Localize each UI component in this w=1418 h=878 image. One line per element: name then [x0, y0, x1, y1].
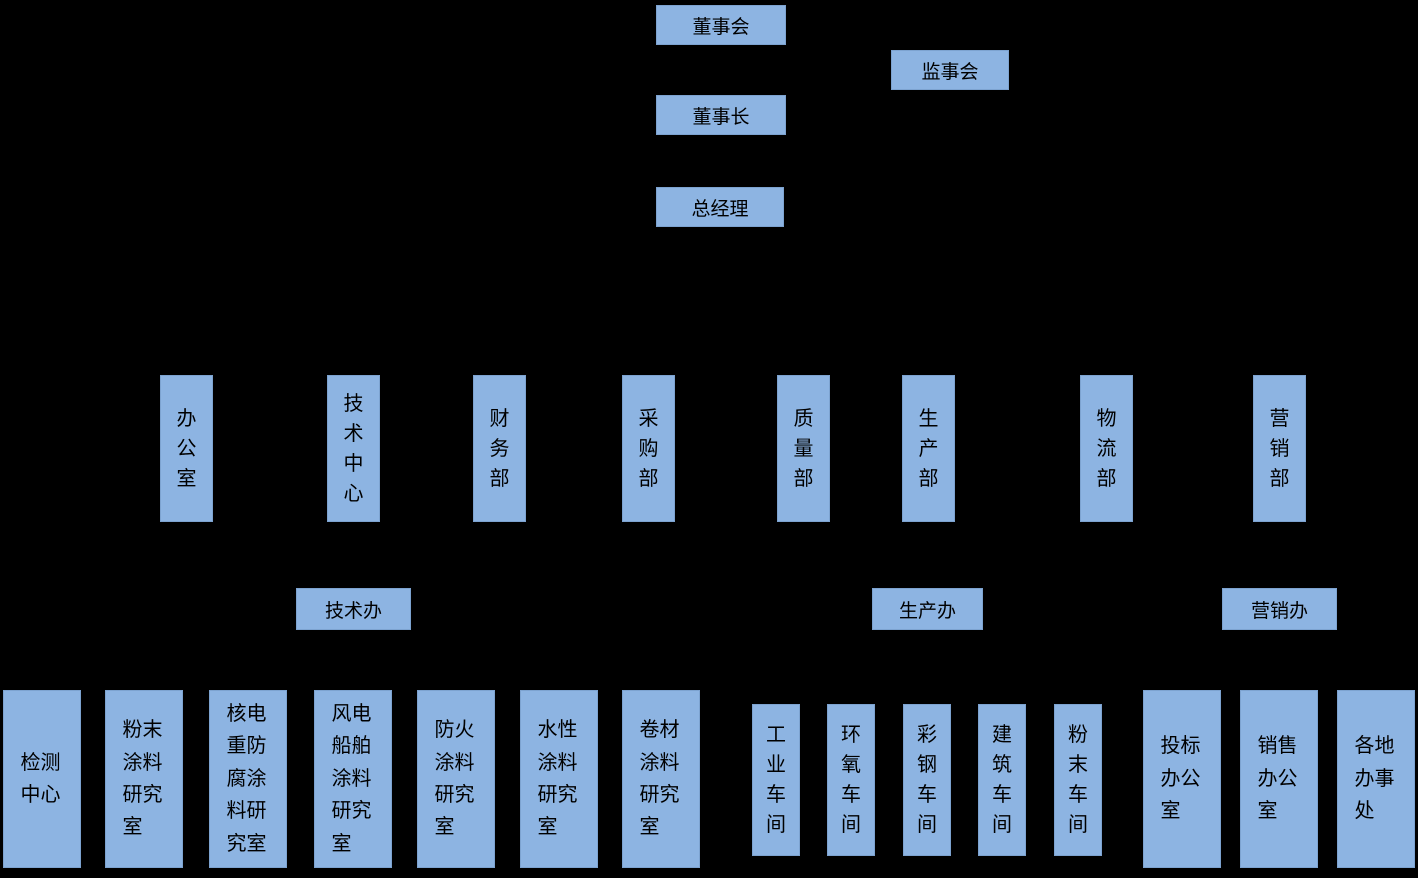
office-marketing: 营销办 — [1222, 588, 1337, 630]
dept-production-label: 生产部 — [918, 407, 939, 490]
dept-technology-center: 技术中心 — [327, 375, 380, 522]
unit-construction-workshop: 建筑车间 — [978, 704, 1026, 856]
box-general-manager: 总经理 — [656, 187, 784, 227]
dept-technology-center-label: 技术中心 — [343, 392, 364, 505]
unit-sales-office-label: 销售办公室 — [1257, 735, 1298, 823]
unit-testing-center-label: 检测中心 — [20, 751, 61, 806]
unit-epoxy-workshop: 环氧车间 — [827, 704, 875, 856]
unit-waterborne-coating-lab-label: 水性涂料研究室 — [537, 719, 578, 839]
office-production-label: 生产办 — [898, 600, 956, 622]
dept-purchasing: 采购部 — [622, 375, 675, 522]
dept-finance-label: 财务部 — [489, 407, 510, 490]
office-production: 生产办 — [872, 588, 983, 630]
dept-purchasing-label: 采购部 — [638, 407, 659, 490]
box-board-of-directors: 董事会 — [656, 5, 786, 45]
unit-powder-workshop-label: 粉末车间 — [1068, 724, 1088, 836]
dept-production: 生产部 — [902, 375, 955, 522]
dept-quality: 质量部 — [777, 375, 830, 522]
unit-powder-workshop: 粉末车间 — [1054, 704, 1102, 856]
box-chairman: 董事长 — [656, 95, 786, 135]
unit-fireproof-coating-lab: 防火涂料研究室 — [417, 690, 495, 868]
dept-marketing: 营销部 — [1253, 375, 1306, 522]
unit-waterborne-coating-lab: 水性涂料研究室 — [520, 690, 598, 868]
unit-epoxy-workshop-label: 环氧车间 — [841, 724, 861, 836]
dept-office-label: 办公室 — [176, 407, 197, 490]
unit-nuclear-anticorrosion-coating-lab-label: 核电重防腐涂料研究室 — [226, 703, 267, 855]
unit-nuclear-anticorrosion-coating-lab: 核电重防腐涂料研究室 — [209, 690, 287, 868]
supervisory-board-label: 监事会 — [921, 61, 979, 83]
dept-finance: 财务部 — [473, 375, 526, 522]
unit-coil-coating-lab: 卷材涂料研究室 — [622, 690, 700, 868]
unit-wind-ship-coating-lab-label: 风电船舶涂料研究室 — [331, 703, 372, 855]
unit-bidding-office: 投标办公室 — [1143, 690, 1221, 868]
unit-industrial-workshop: 工业车间 — [752, 704, 800, 856]
dept-office: 办公室 — [160, 375, 213, 522]
dept-marketing-label: 营销部 — [1269, 407, 1290, 490]
dept-quality-label: 质量部 — [793, 407, 814, 490]
unit-regional-offices: 各地办事处 — [1337, 690, 1415, 868]
unit-wind-ship-coating-lab: 风电船舶涂料研究室 — [314, 690, 392, 868]
unit-industrial-workshop-label: 工业车间 — [766, 724, 786, 836]
dept-logistics-label: 物流部 — [1096, 407, 1117, 490]
unit-powder-coating-lab: 粉末涂料研究室 — [105, 690, 183, 868]
unit-color-steel-workshop-label: 彩钢车间 — [917, 724, 937, 836]
unit-construction-workshop-label: 建筑车间 — [992, 724, 1012, 836]
unit-powder-coating-lab-label: 粉末涂料研究室 — [122, 719, 163, 839]
unit-bidding-office-label: 投标办公室 — [1160, 735, 1201, 823]
general-manager-label: 总经理 — [691, 198, 749, 220]
unit-coil-coating-lab-label: 卷材涂料研究室 — [639, 719, 680, 839]
unit-sales-office: 销售办公室 — [1240, 690, 1318, 868]
chairman-label: 董事长 — [692, 106, 750, 128]
office-technology: 技术办 — [296, 588, 411, 630]
unit-fireproof-coating-lab-label: 防火涂料研究室 — [434, 719, 475, 839]
board-of-directors-label: 董事会 — [692, 16, 750, 38]
dept-logistics: 物流部 — [1080, 375, 1133, 522]
unit-color-steel-workshop: 彩钢车间 — [903, 704, 951, 856]
office-technology-label: 技术办 — [324, 600, 382, 622]
office-marketing-label: 营销办 — [1250, 600, 1308, 622]
unit-regional-offices-label: 各地办事处 — [1354, 735, 1395, 823]
unit-testing-center: 检测中心 — [3, 690, 81, 868]
box-supervisory-board: 监事会 — [891, 50, 1009, 90]
